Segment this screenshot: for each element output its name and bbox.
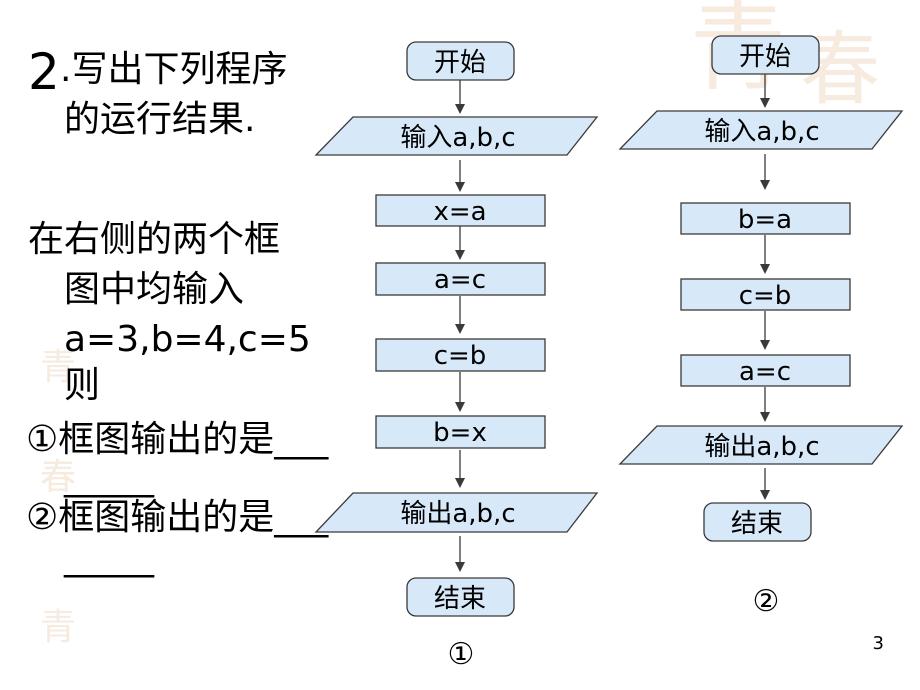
question1-line1: ①框图输出的是___ (26, 419, 329, 460)
fc1-output-label: 输出a,b,c (400, 499, 515, 529)
condition-line3: a=3,b=4,c=5 (64, 319, 311, 360)
fc1-output: 输出a,b,c (314, 492, 599, 533)
fc2-step-2-label: c=b (739, 281, 792, 311)
fc2-output-label: 输出a,b,c (704, 432, 819, 462)
fc1-end: 结束 (406, 577, 515, 617)
fc2-step-3-label: a=c (739, 357, 791, 387)
flowchart-2: 开始 输入a,b,c b=a c=b (618, 35, 904, 619)
question2-line2: _____ (64, 537, 154, 578)
decorative-seal-left-3: 青 (40, 607, 77, 648)
problem-title-line2: 的运行结果. (64, 99, 256, 140)
fc1-arrow (455, 296, 465, 334)
question1-line2: _____ (64, 457, 154, 498)
problem-number: 2 (28, 43, 60, 101)
fc2-end-label: 结束 (731, 509, 783, 539)
fc1-step-2: a=c (375, 262, 546, 296)
fc1-arrow (455, 80, 465, 114)
fc1-arrow (455, 226, 465, 260)
fc2-arrow (760, 468, 770, 500)
fc2-step-1: b=a (680, 202, 851, 235)
fc2-step-1-label: b=a (738, 205, 792, 235)
fc1-start: 开始 (406, 41, 515, 81)
condition-line2: 图中均输入 (64, 269, 245, 310)
fc2-start: 开始 (711, 35, 820, 75)
fc1-step-1: x=a (375, 194, 546, 227)
fc1-input-label: 输入a,b,c (400, 123, 515, 153)
condition-line4: 则 (64, 365, 101, 406)
fc2-start-label: 开始 (739, 42, 791, 72)
fc2-caption: ② (753, 584, 780, 619)
fc1-arrow (455, 450, 465, 488)
fc2-step-2: c=b (680, 278, 851, 311)
fc2-input: 输入a,b,c (618, 110, 904, 150)
fc2-arrow (760, 311, 770, 350)
flowchart-1: 开始 输入a,b,c x=a a=c (314, 41, 599, 672)
fc1-start-label: 开始 (434, 48, 486, 78)
fc1-arrow (455, 160, 465, 192)
page-number: 3 (872, 633, 884, 654)
fc2-output: 输出a,b,c (618, 425, 904, 465)
fc1-input: 输入a,b,c (314, 116, 599, 156)
fc2-input-label: 输入a,b,c (704, 117, 819, 147)
fc2-step-3: a=c (680, 354, 851, 387)
decorative-seal-left-2: 春 (40, 457, 77, 498)
fc1-step-4: b=x (375, 415, 546, 449)
decorative-seal-left-1: 青 (40, 347, 77, 388)
fc1-step-4-label: b=x (433, 418, 487, 448)
fc2-arrow (760, 154, 770, 190)
fc2-arrow (760, 387, 770, 422)
condition-line1: 在右侧的两个框 (28, 219, 281, 260)
fc2-arrow (760, 235, 770, 274)
fc2-end: 结束 (703, 502, 812, 542)
problem-title-line1: .写出下列程序 (60, 49, 288, 90)
fc1-end-label: 结束 (434, 584, 486, 614)
fc1-step-3: c=b (375, 338, 546, 372)
question2-line1: ②框图输出的是___ (26, 497, 329, 538)
fc1-step-3-label: c=b (434, 341, 487, 371)
fc2-arrow (760, 74, 770, 108)
fc1-caption: ① (448, 637, 475, 672)
fc1-arrow (455, 372, 465, 412)
fc1-arrow (455, 536, 465, 572)
fc1-step-1-label: x=a (433, 197, 486, 227)
fc1-step-2-label: a=c (434, 265, 486, 295)
